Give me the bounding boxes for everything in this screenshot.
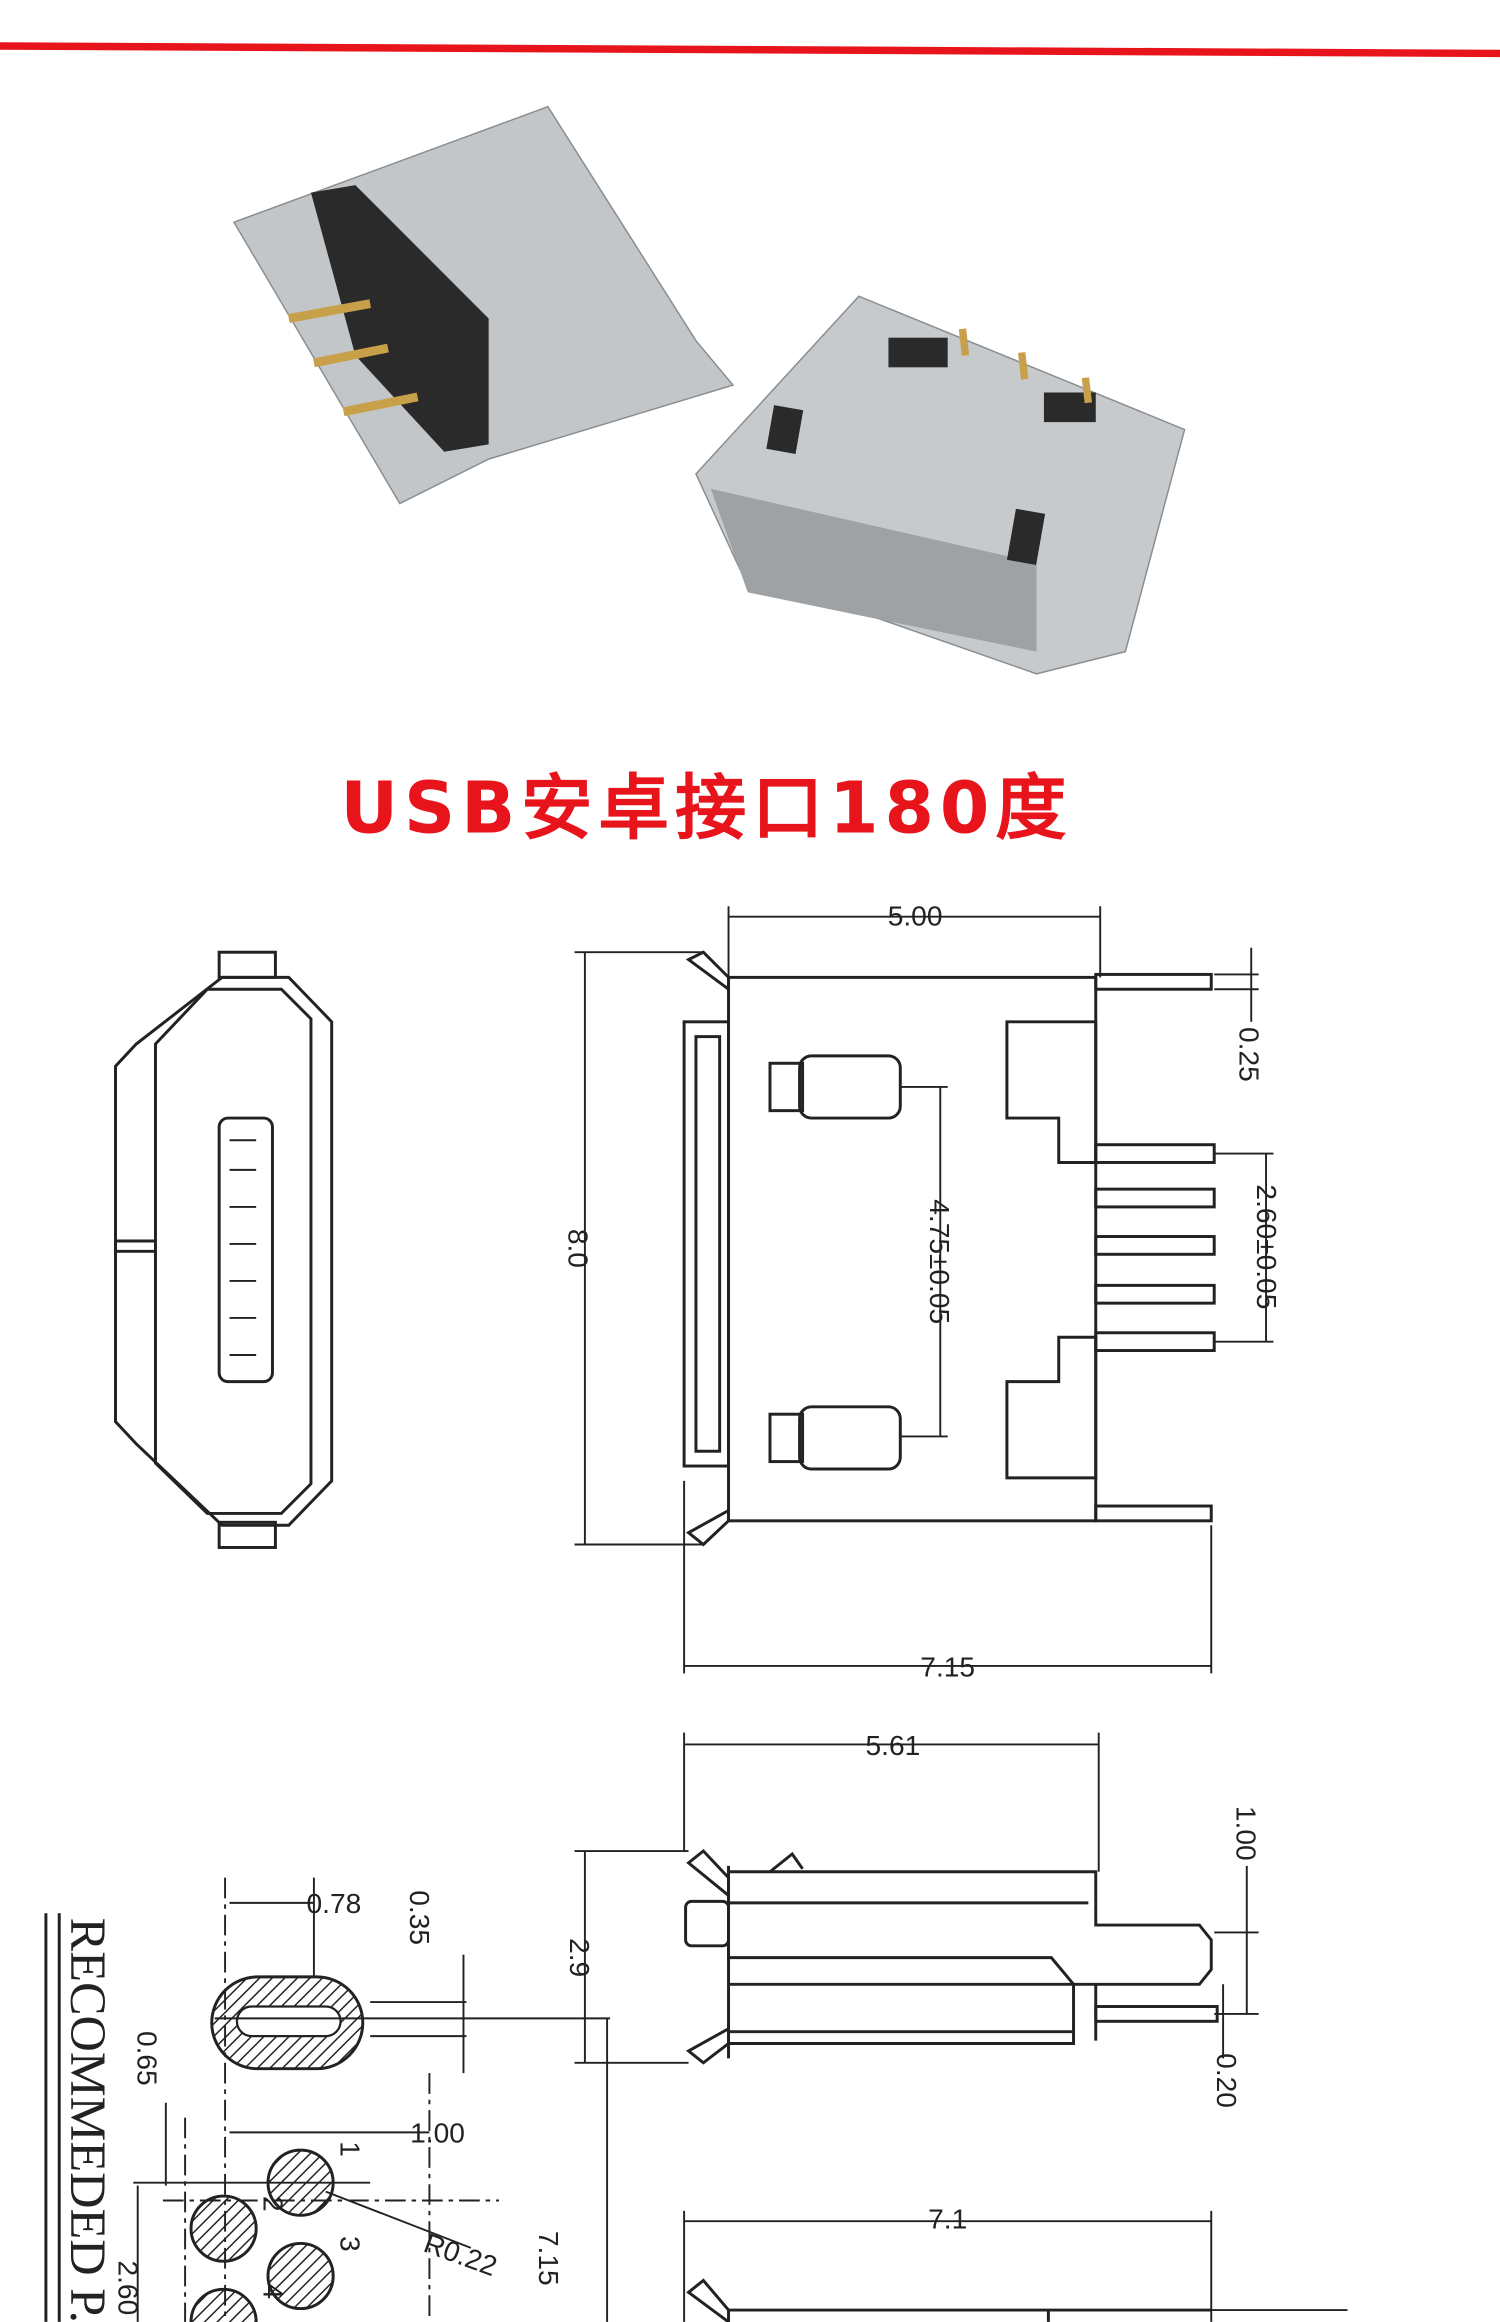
header-red-line: [0, 42, 1500, 58]
pin-number-3: 3: [335, 2236, 366, 2252]
dim-pin-thickness: 0.25: [1233, 1027, 1264, 1082]
dim-pad-radius: R0.22: [420, 2227, 501, 2282]
side-view-drawing: [574, 1732, 1259, 2065]
product-photo-right: [695, 295, 1186, 675]
pin-number-2: 2: [258, 2196, 289, 2212]
dim-top-width: 5.00: [888, 901, 943, 932]
pin-number-4: 4: [258, 2283, 289, 2299]
dim-top-length: 7.15: [920, 1651, 975, 1682]
dim-side-pin-thickness: 0.20: [1211, 2053, 1242, 2108]
dim-pcb-pitch: 2.60: [112, 2260, 143, 2315]
dim-pcb-total: 7.15: [533, 2231, 564, 2286]
dim-bottom-length: 7.1: [928, 2204, 967, 2235]
dim-slot-width: 0.78: [307, 1888, 362, 1919]
dim-offset-a: 0.65: [132, 2031, 163, 2086]
dim-slot-height: 0.35: [404, 1890, 435, 1945]
top-view-drawing: [574, 906, 1274, 1674]
pcb-heading: RECOMMEDED P.C: [60, 1918, 116, 2322]
dim-side-length: 5.61: [866, 1730, 921, 1761]
pin-number-1: 1: [335, 2141, 366, 2157]
bottom-view-drawing: [683, 2210, 1348, 2322]
front-view-drawing: [114, 950, 334, 1549]
dim-pin-pitch: 2.60±0.05: [1251, 1184, 1282, 1309]
product-title: USB安卓接口180度: [340, 766, 1072, 849]
dim-side-height: 2.9: [564, 1938, 595, 1977]
product-photo-left: [232, 105, 735, 505]
dim-top-height: 8.0: [563, 1229, 594, 1268]
dim-side-pin-offset: 1.00: [1230, 1806, 1261, 1861]
pcb-layout-drawing: [44, 1877, 611, 2322]
dim-peg-spacing: 4.75±0.05: [924, 1199, 955, 1324]
dim-pad-offset: 1.00: [410, 2118, 465, 2149]
